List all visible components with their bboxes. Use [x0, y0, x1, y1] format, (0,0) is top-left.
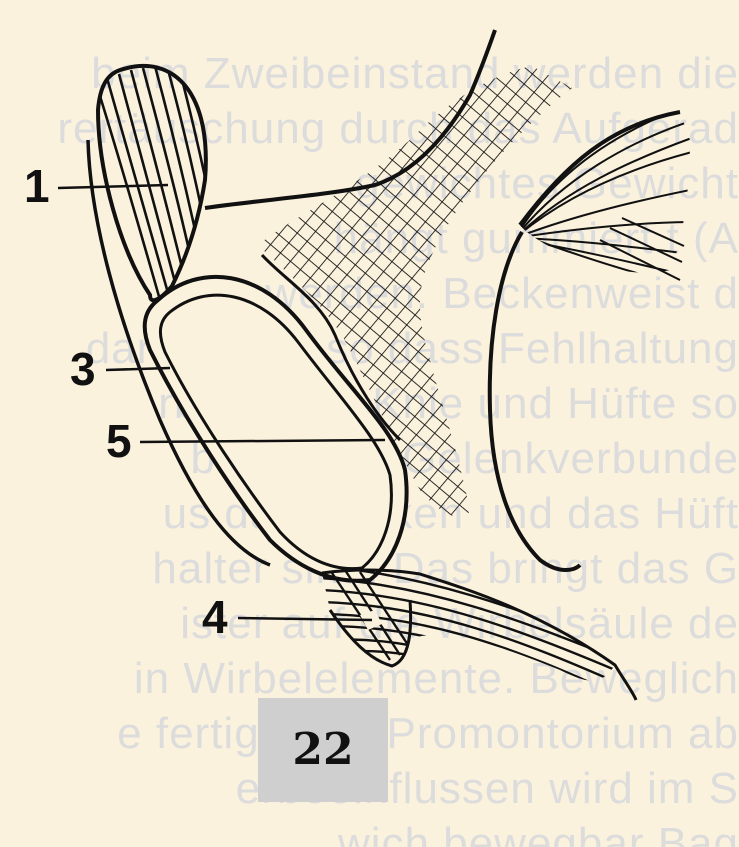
leader-line-1 [58, 185, 168, 188]
leader-line-4 [238, 618, 372, 620]
right-muscle-outline [520, 112, 680, 225]
figure-number-box: 22 [258, 698, 388, 802]
right-muscle-hatching [515, 100, 700, 282]
upper-band-hatching [95, 66, 238, 300]
label-5: 5 [106, 418, 132, 464]
lower-band-outline [322, 570, 636, 700]
figure-number: 22 [258, 698, 388, 802]
label-4: 4 [202, 594, 228, 640]
label-1: 1 [24, 163, 50, 209]
right-lower-contour [490, 232, 580, 570]
label-3: 3 [70, 346, 96, 392]
